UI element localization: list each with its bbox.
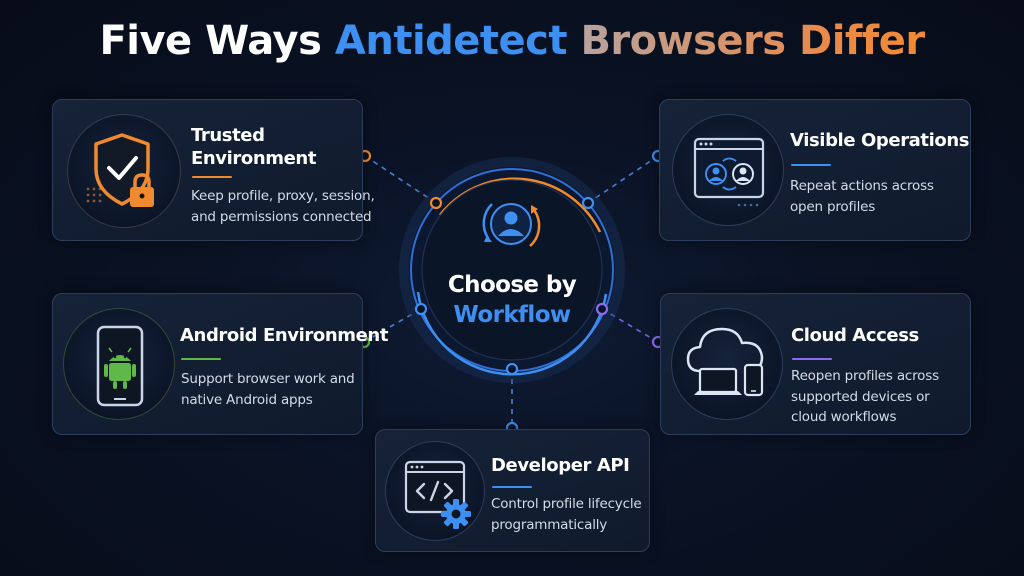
card-visible-desc-line-1: Repeat actions across [790, 178, 934, 194]
title-part-1: Five Ways [99, 18, 322, 64]
shield-lock-icon [86, 133, 154, 207]
title-part-2: Antidetect [334, 18, 568, 64]
code-gear-icon [404, 460, 471, 529]
node-cloud-inner [595, 302, 609, 316]
connector-android [363, 308, 422, 343]
hub-label-line-2: Workflow [453, 302, 571, 328]
card-trusted-underline [192, 176, 232, 178]
card-visible-desc-line-2: open profiles [790, 199, 876, 215]
card-trusted-desc-line-1: Keep profile, proxy, session, [191, 188, 375, 204]
card-visible-operations: Visible Operations Repeat actions across… [659, 99, 971, 241]
card-api-title: Developer API [491, 455, 630, 476]
node-api-top [505, 362, 519, 376]
title-part-3: Browsers Differ [580, 18, 925, 64]
card-cloud-desc-line-1: Reopen profiles across [791, 368, 939, 384]
icon-ring-android [63, 308, 175, 420]
card-android-desc-line-2: native Android apps [181, 392, 313, 408]
icon-ring-cloud [671, 308, 783, 420]
card-android-desc-line-1: Support browser work and [181, 371, 355, 387]
page-title: Five Ways Antidetect Browsers Differ [0, 18, 1024, 64]
card-cloud-underline [792, 358, 832, 360]
card-api-desc-line-1: Control profile lifecycle [491, 496, 642, 512]
card-trusted-environment: Trusted Environment Keep profile, proxy,… [52, 99, 375, 241]
card-android-underline [181, 358, 221, 360]
card-developer-api: Developer API Control profile lifecycle … [375, 429, 650, 552]
node-android-inner [414, 302, 428, 316]
card-trusted-title-line-2: Environment [191, 148, 317, 169]
card-cloud-desc-line-2: supported devices or [791, 389, 930, 405]
card-android-title: Android Environment [180, 325, 389, 346]
hub-label-line-1: Choose by [447, 272, 577, 298]
browser-users-icon [693, 137, 765, 207]
cloud-devices-icon [686, 327, 764, 397]
android-phone-icon [96, 325, 144, 407]
connector-cloud [601, 308, 659, 343]
card-api-underline [492, 486, 532, 488]
connector-visible [587, 155, 659, 204]
card-api-desc-line-2: programmatically [491, 517, 608, 533]
card-trusted-desc-line-2: and permissions connected [191, 209, 372, 225]
card-cloud-title: Cloud Access [791, 325, 919, 346]
node-trusted-inner [429, 196, 443, 210]
card-android-environment: Android Environment Support browser work… [52, 293, 388, 435]
card-cloud-access: Cloud Access Reopen profiles across supp… [660, 293, 971, 435]
card-cloud-desc-line-3: cloud workflows [791, 409, 897, 425]
card-visible-underline [791, 164, 831, 166]
hub-inner-disc [421, 179, 603, 361]
card-trusted-title-line-1: Trusted [191, 125, 265, 146]
node-visible-inner [581, 196, 595, 210]
icon-ring-api [385, 441, 485, 541]
user-sync-icon [482, 203, 541, 247]
card-visible-title: Visible Operations [790, 130, 970, 151]
icon-ring-visible [672, 114, 784, 226]
connector-trusted [364, 155, 437, 204]
icon-ring-trusted [67, 114, 181, 228]
hub-glow [399, 157, 625, 383]
